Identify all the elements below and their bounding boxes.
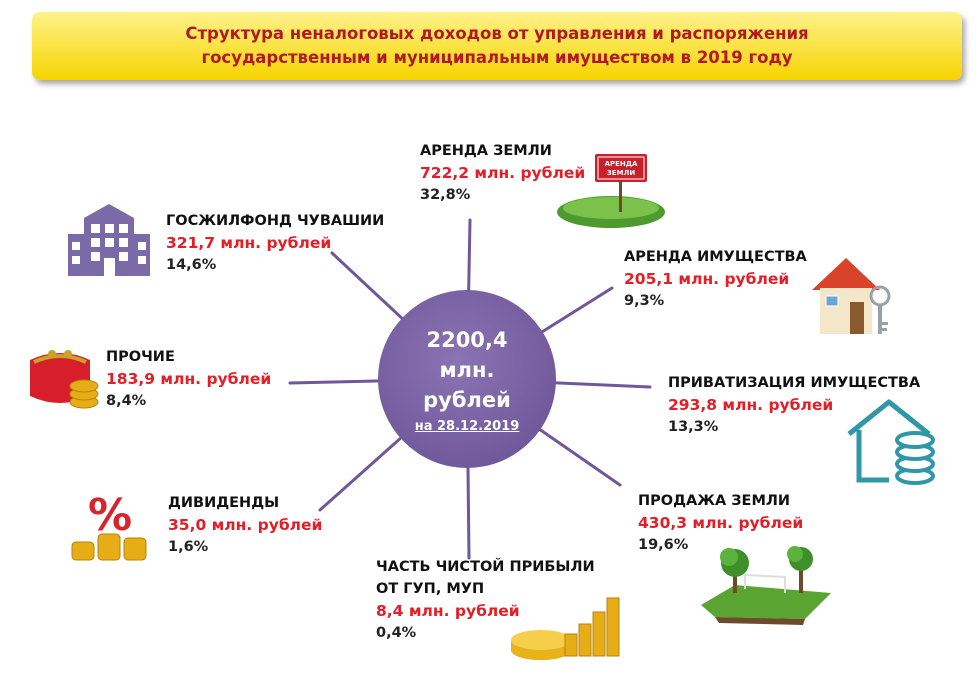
item-value: 722,2 млн. рублей (420, 164, 586, 182)
item-label: ПРИВАТИЗАЦИЯ ИМУЩЕСТВА (668, 375, 921, 391)
svg-text:АРЕНДА: АРЕНДА (605, 160, 638, 168)
item-label-line2: ОТ ГУП, МУП (376, 581, 485, 597)
trees-plot-icon (701, 546, 831, 625)
item-value: 183,9 млн. рублей (106, 370, 272, 388)
svg-text:%: % (88, 490, 132, 541)
item-label: АРЕНДА ЗЕМЛИ (420, 143, 552, 159)
percent-coins-icon: % (71, 490, 147, 561)
apartment-building-icon (68, 204, 150, 276)
total-unit-2: рублей (423, 387, 511, 412)
item-property-lease: АРЕНДА ИМУЩЕСТВА 205,1 млн. рублей 9,3% (624, 246, 807, 312)
item-percent: 8,4% (106, 393, 147, 409)
item-percent: 1,6% (168, 539, 209, 555)
svg-text:ЗЕМЛИ: ЗЕМЛИ (607, 169, 636, 177)
title-line-2: государственным и муниципальным имуществ… (201, 48, 793, 67)
item-dividends: ДИВИДЕНДЫ 35,0 млн. рублей 1,6% (168, 492, 322, 558)
item-value: 321,7 млн. рублей (166, 234, 332, 252)
item-other: ПРОЧИЕ 183,9 млн. рублей 8,4% (106, 346, 271, 412)
item-value: 35,0 млн. рублей (168, 516, 323, 534)
item-percent: 19,6% (638, 537, 689, 553)
item-land-lease: АРЕНДА ЗЕМЛИ 722,2 млн. рублей 32,8% (420, 140, 585, 206)
item-label: АРЕНДА ИМУЩЕСТВА (624, 249, 807, 265)
item-label: ПРОЧИЕ (106, 349, 175, 365)
item-percent: 32,8% (420, 187, 471, 203)
house-keys-icon (812, 258, 891, 334)
item-privatization: ПРИВАТИЗАЦИЯ ИМУЩЕСТВА 293,8 млн. рублей… (668, 372, 920, 438)
item-value: 293,8 млн. рублей (668, 396, 834, 414)
total-date: на 28.12.2019 (414, 418, 520, 434)
item-percent: 13,3% (668, 419, 719, 435)
item-value: 430,3 млн. рублей (638, 514, 804, 532)
item-value: 8,4 млн. рублей (376, 602, 520, 620)
item-label: ДИВИДЕНДЫ (168, 495, 280, 511)
item-label: ПРОДАЖА ЗЕМЛИ (638, 493, 791, 509)
item-label-line1: ЧАСТЬ ЧИСТОЙ ПРИБЫЛИ (376, 559, 595, 575)
item-value: 205,1 млн. рублей (624, 270, 790, 288)
item-label: ГОСЖИЛФОНД ЧУВАШИИ (166, 213, 385, 229)
purse-icon (30, 350, 99, 409)
item-housing-fund: ГОСЖИЛФОНД ЧУВАШИИ 321,7 млн. рублей 14,… (166, 210, 384, 276)
title-banner: Структура неналоговых доходов от управле… (32, 12, 962, 80)
title-line-1: Структура неналоговых доходов от управле… (185, 24, 809, 43)
gold-coins-chart-icon (511, 597, 620, 660)
total-unit-1: млн. (439, 357, 495, 382)
item-percent: 0,4% (376, 625, 417, 641)
item-percent: 14,6% (166, 257, 217, 273)
total-circle: 2200,4 млн. рублей на 28.12.2019 (378, 290, 556, 468)
total-value: 2200,4 (426, 327, 508, 352)
land-sign-icon: АРЕНДА ЗЕМЛИ (557, 154, 665, 228)
item-percent: 9,3% (624, 293, 665, 309)
house-coins-icon (847, 399, 935, 485)
item-land-sale: ПРОДАЖА ЗЕМЛИ 430,3 млн. рублей 19,6% (638, 490, 803, 556)
item-profit-share: ЧАСТЬ ЧИСТОЙ ПРИБЫЛИ ОТ ГУП, МУП 8,4 млн… (376, 556, 595, 644)
